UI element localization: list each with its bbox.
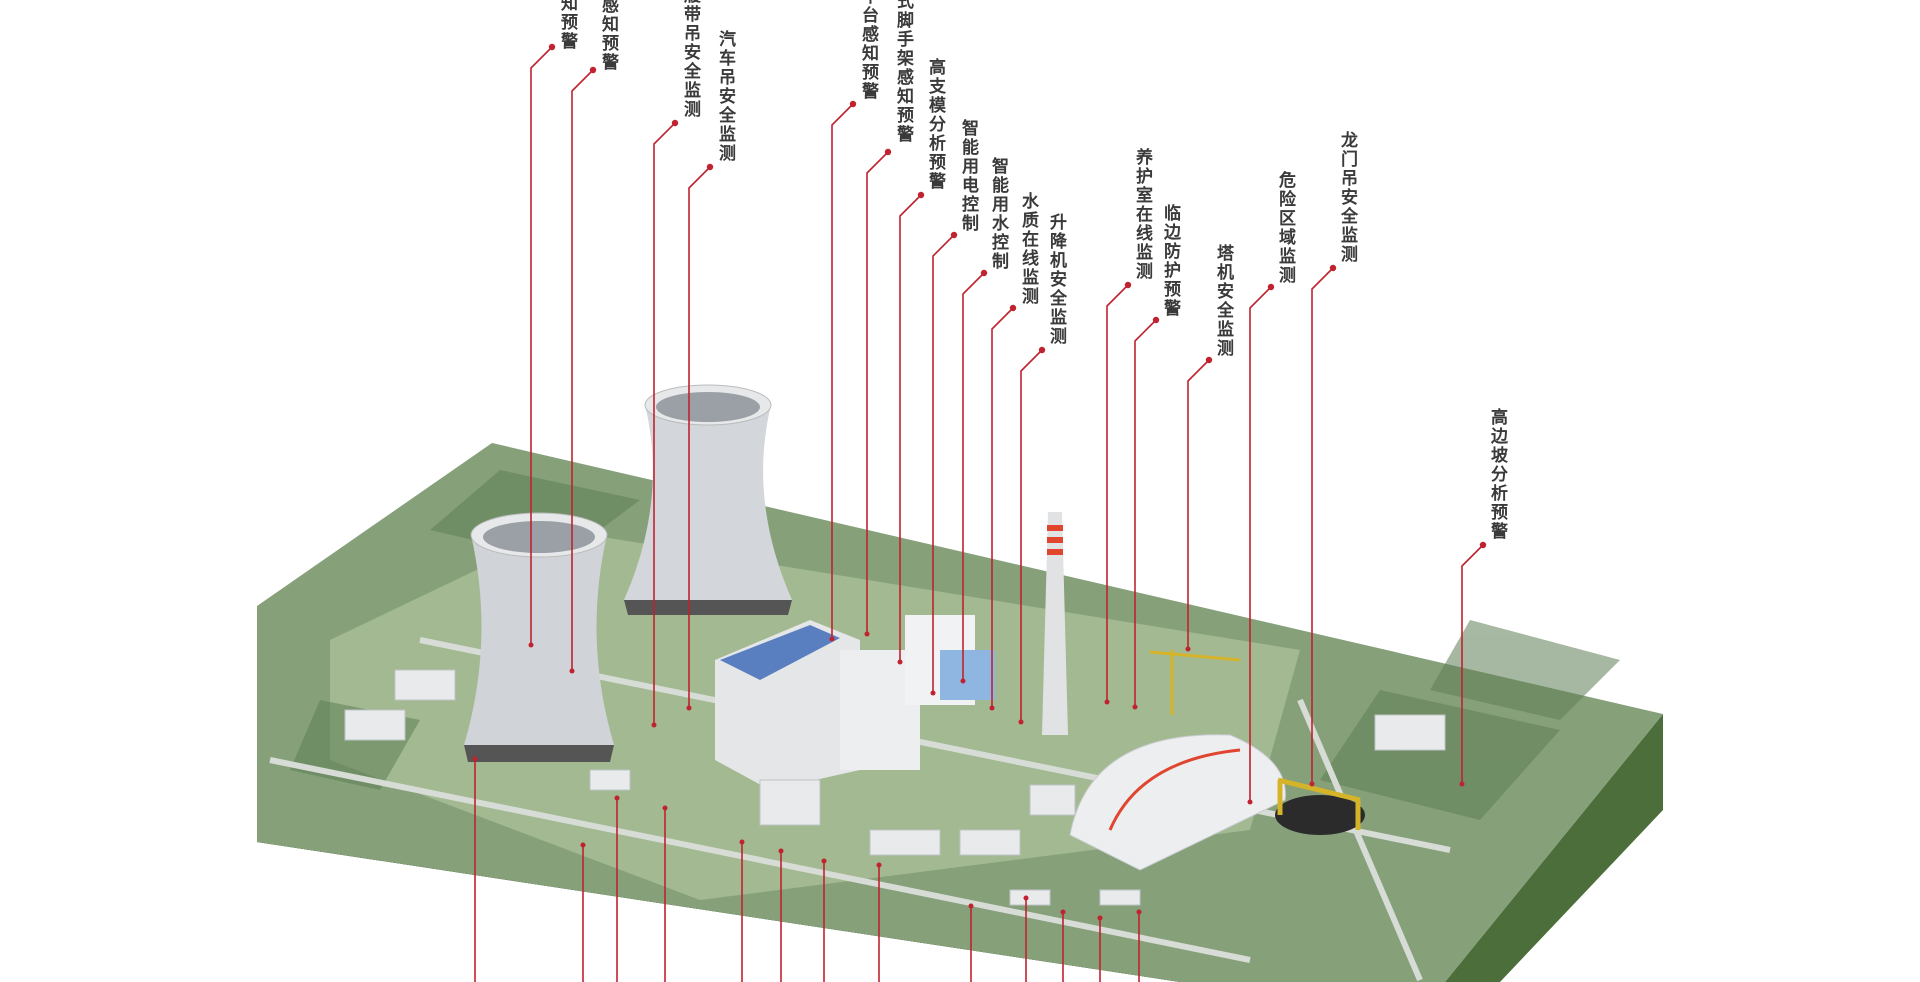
callout-anchor-dot [528, 642, 534, 648]
gantry-crane [1275, 777, 1365, 835]
callout-leader-line [866, 151, 889, 634]
callout-label: 高边坡分析预警 [1487, 408, 1507, 541]
callout-anchor-dot [1132, 704, 1138, 710]
callout-dot [849, 100, 857, 108]
callout-dot [706, 163, 714, 171]
callout-anchor-dot [1136, 909, 1142, 915]
callout-label: 智能用电控制 [958, 119, 978, 233]
callout-label: 养护室在线监测 [1132, 148, 1152, 281]
callout-anchor-dot [829, 636, 835, 642]
callout-dot [884, 148, 892, 156]
callout-anchor-dot [1060, 909, 1066, 915]
callout-anchor-dot [1185, 646, 1191, 652]
callout-leader-line [1249, 286, 1272, 802]
callout-anchor-dot [1023, 895, 1029, 901]
callout-leader-line [991, 307, 1014, 708]
callout-dot [917, 191, 925, 199]
callout-anchor-dot [1309, 781, 1315, 787]
callout-leader-line [831, 103, 854, 639]
callout-anchor-dot [821, 858, 827, 864]
callout-label: 塔机安全监测 [1213, 244, 1233, 358]
callout-anchor-dot [876, 862, 882, 868]
callout-label: 高支模分析预警 [925, 58, 945, 191]
callout-leader-line [571, 69, 594, 671]
callout-anchor-dot [686, 705, 692, 711]
callout-leader-line [1134, 319, 1157, 707]
callout-anchor-dot [864, 631, 870, 637]
callout-leader-line [1106, 284, 1129, 702]
callout-leader-line [653, 122, 676, 725]
callout-label: 汽车吊安全监测 [715, 30, 735, 163]
callout-anchor-dot [1104, 699, 1110, 705]
callout-dot [1124, 281, 1132, 289]
main-power-building [715, 615, 995, 790]
callout-anchor-dot [930, 690, 936, 696]
callout-leader-line [530, 46, 553, 645]
callout-anchor-dot [739, 839, 745, 845]
callout-anchor-dot [1459, 781, 1465, 787]
cooling-tower-rear [624, 384, 792, 615]
callout-dot [1267, 283, 1275, 291]
callout-dot [1479, 541, 1487, 549]
callout-dot [1152, 316, 1160, 324]
callout-dot [1205, 356, 1213, 364]
callout-label: 危险区域监测 [1275, 171, 1295, 285]
callout-leader-line [688, 166, 711, 708]
callout-anchor-dot [569, 668, 575, 674]
callout-label: 智能用水控制 [988, 157, 1008, 271]
callout-anchor-dot [989, 705, 995, 711]
callout-label: 感知预警 [598, 0, 618, 72]
callout-label: 知预警 [557, 0, 577, 51]
callout-dot [1329, 264, 1337, 272]
callout-dot [1038, 346, 1046, 354]
callout-label: 平台感知预警 [858, 0, 878, 101]
callout-dot [589, 66, 597, 74]
callout-label: 履带吊安全监测 [680, 0, 700, 119]
callout-label: 水质在线监测 [1018, 192, 1038, 306]
callout-label: 着式脚手架感知预警 [893, 0, 913, 144]
callout-anchor-dot [1247, 799, 1253, 805]
chimney [1042, 512, 1068, 735]
callout-dot [1009, 304, 1017, 312]
callout-dot [548, 43, 556, 51]
callout-leader-line [1311, 267, 1334, 784]
callout-dot [950, 231, 958, 239]
callout-leader-line [932, 234, 955, 693]
tower-crane [1149, 650, 1241, 715]
callout-dot [980, 269, 988, 277]
callout-leader-line [1187, 359, 1210, 649]
callout-anchor-dot [662, 805, 668, 811]
callout-label: 临边防护预警 [1160, 204, 1180, 318]
callout-leader-line [899, 194, 922, 662]
callout-anchor-dot [580, 842, 586, 848]
cooling-tower-front [464, 512, 614, 762]
callout-lines [472, 43, 1487, 982]
callout-anchor-dot [651, 722, 657, 728]
callout-label: 升降机安全监测 [1046, 213, 1066, 346]
auxiliary-buildings [344, 669, 1446, 906]
callout-anchor-dot [472, 756, 478, 762]
callout-anchor-dot [968, 903, 974, 909]
callout-label: 龙门吊安全监测 [1337, 131, 1357, 264]
callout-anchor-dot [960, 678, 966, 684]
callout-anchor-dot [1097, 915, 1103, 921]
callout-leader-line [1461, 544, 1484, 784]
callout-anchor-dot [614, 795, 620, 801]
callout-dot [671, 119, 679, 127]
callout-leader-line [1020, 349, 1043, 722]
callout-anchor-dot [1018, 719, 1024, 725]
callout-leader-line [962, 272, 985, 681]
callout-anchor-dot [778, 848, 784, 854]
callout-anchor-dot [897, 659, 903, 665]
